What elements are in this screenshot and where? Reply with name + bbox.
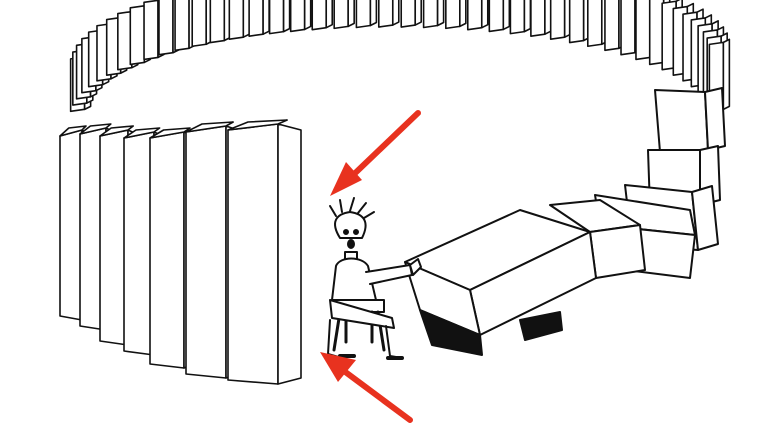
domino <box>311 0 334 31</box>
domino <box>530 0 552 37</box>
domino <box>488 0 511 33</box>
domino <box>228 0 251 40</box>
domino <box>248 0 270 37</box>
domino <box>227 119 302 385</box>
domino <box>377 0 400 28</box>
domino <box>209 0 232 44</box>
domino-fallen-row <box>404 194 696 356</box>
domino <box>289 0 312 33</box>
domino <box>549 0 572 40</box>
domino <box>191 0 214 48</box>
domino <box>333 0 355 30</box>
red-arrow-upper <box>330 110 421 196</box>
domino <box>400 0 423 28</box>
seated-man <box>327 197 422 360</box>
domino <box>568 0 591 44</box>
red-arrow-lower <box>320 352 413 423</box>
domino <box>509 0 532 35</box>
domino <box>355 0 378 29</box>
domino <box>445 0 467 30</box>
domino <box>268 0 291 35</box>
domino <box>466 0 489 31</box>
domino-front-row <box>59 119 302 385</box>
domino-ring-back <box>69 0 731 113</box>
domino <box>422 0 445 29</box>
